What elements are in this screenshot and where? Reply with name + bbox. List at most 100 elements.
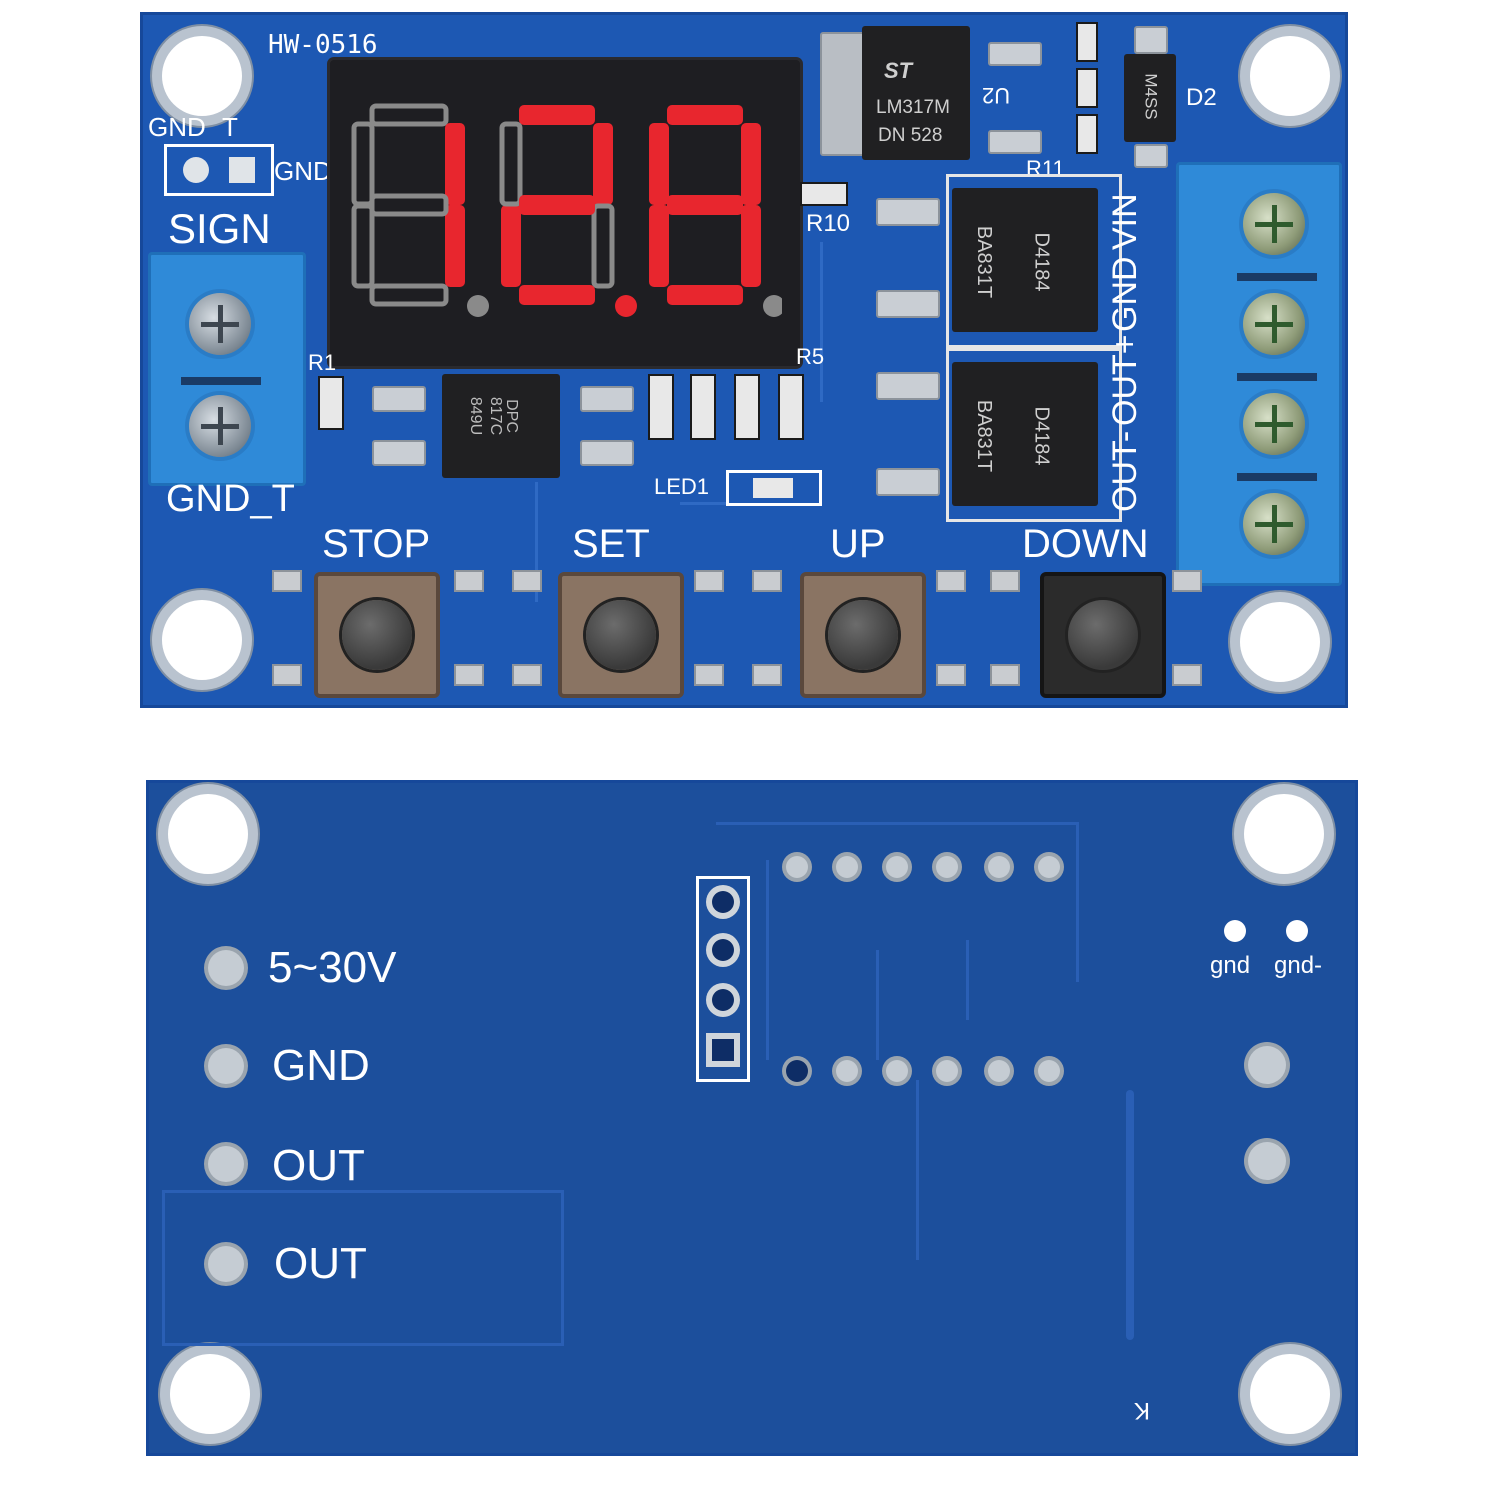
pad-5-30v[interactable] [208,950,244,986]
resistor [1076,22,1098,62]
segment-g [667,195,743,215]
vin-label: VIN [1106,193,1144,250]
regulator-label: LM317M [876,97,950,118]
mounting-hole [162,600,242,680]
decimal-point [763,295,782,317]
resistor [1076,68,1098,108]
pad-out[interactable] [208,1146,244,1182]
segment-f [649,123,669,205]
out-plus-label: OUT+ [1106,334,1144,426]
segment-c [741,205,761,287]
gnd-label: GND [1106,256,1144,332]
power-terminal-block [1176,162,1342,586]
segment-e [351,203,375,289]
r10-label: R10 [806,210,851,237]
terminal-screw[interactable] [1243,493,1305,555]
back-pcb: 5~30V GND OUT OUT gnd gnd- K [146,780,1358,1456]
segment-a [519,105,595,125]
mounting-hole [1250,1354,1330,1434]
header-pin [229,157,255,183]
pin-header [696,876,750,1082]
mosfet-pin [876,372,940,400]
regulator-chip: ST LM317M DN 528 [862,26,970,160]
mosfet-text: D4184 [1030,232,1053,292]
solder-pad [1248,1142,1286,1180]
segment-b [445,123,465,205]
stop-label: STOP [322,522,431,566]
resistor [778,374,804,440]
segment-f [499,121,523,207]
out-minus-label: OUT- [1106,430,1144,512]
sign-label: SIGN [168,205,271,252]
led-label: LED1 [654,474,710,499]
mosfet-sub: BA831T [973,399,996,473]
pad-gnd[interactable] [208,1048,244,1084]
segment-d [667,285,743,305]
r1-label: R1 [308,350,337,375]
terminal-divider [1237,473,1317,481]
front-pcb: HW-0516 GND T GND SIGN GND_T ST LM317M D… [140,12,1348,708]
optocoupler: DPC 817C 849U [442,374,560,478]
mounting-hole [168,794,248,874]
regulator-pin [988,130,1042,154]
down-button[interactable] [1040,572,1166,698]
opto-pin [580,440,634,466]
pad-label-5-30v: 5~30V [268,943,397,992]
up-button[interactable] [800,572,926,698]
resistor [690,374,716,440]
header-t-label: T [222,112,238,142]
decimal-point [615,295,637,317]
terminal-screw[interactable] [1243,393,1305,455]
signal-header [164,144,274,196]
header-pin [183,157,209,183]
gnd-minus-test-pad[interactable] [1286,920,1308,942]
terminal-screw[interactable] [189,293,251,355]
led [726,470,822,506]
seven-segment-display [330,60,800,366]
segment-d [369,283,449,307]
gnd-minus-label: gnd- [1274,952,1323,979]
u2-label: U2 [982,83,1011,108]
terminal-screw[interactable] [189,395,251,457]
terminal-screw[interactable] [1243,293,1305,355]
shaded-pad-area [162,1190,564,1346]
opto-pin [580,386,634,412]
mosfet-pin [876,198,940,226]
terminal-divider [181,377,261,385]
diode-pad [1134,144,1168,168]
gnd-label: gnd [1210,952,1251,979]
opto-text: 817C [487,396,505,436]
diode: M4SS [1124,54,1176,142]
k-label: K [1134,1397,1151,1424]
segment-c [591,203,615,289]
resistor [800,182,848,206]
header-gnd-left-label: GND [148,112,206,142]
stop-button[interactable] [314,572,440,698]
terminal-divider [1237,373,1317,381]
resistor [648,374,674,440]
segment-e [501,205,521,287]
mounting-hole [162,36,242,116]
terminal-screw[interactable] [1243,193,1305,255]
led-body [753,478,793,498]
up-label: UP [830,522,886,566]
display-digits [351,103,782,317]
segment-a [369,103,449,127]
mounting-hole [1244,794,1324,874]
down-label: DOWN [1022,522,1149,566]
resistor [318,376,344,430]
mosfet-sub: BA831T [973,225,996,299]
pad-out-2[interactable] [208,1246,244,1282]
gnd-test-pad[interactable] [1224,920,1246,942]
segment-a [667,105,743,125]
gnd-t-label: GND_T [166,478,295,520]
terminal-divider [1237,273,1317,281]
segment-d [519,285,595,305]
pad-label-gnd: GND [272,1041,370,1090]
mounting-hole [1240,602,1320,682]
model-label: HW-0516 [268,30,378,60]
mosfet-outline [946,348,1122,522]
diode-pad [1134,26,1168,54]
set-button[interactable] [558,572,684,698]
mosfet-outline [946,174,1122,348]
